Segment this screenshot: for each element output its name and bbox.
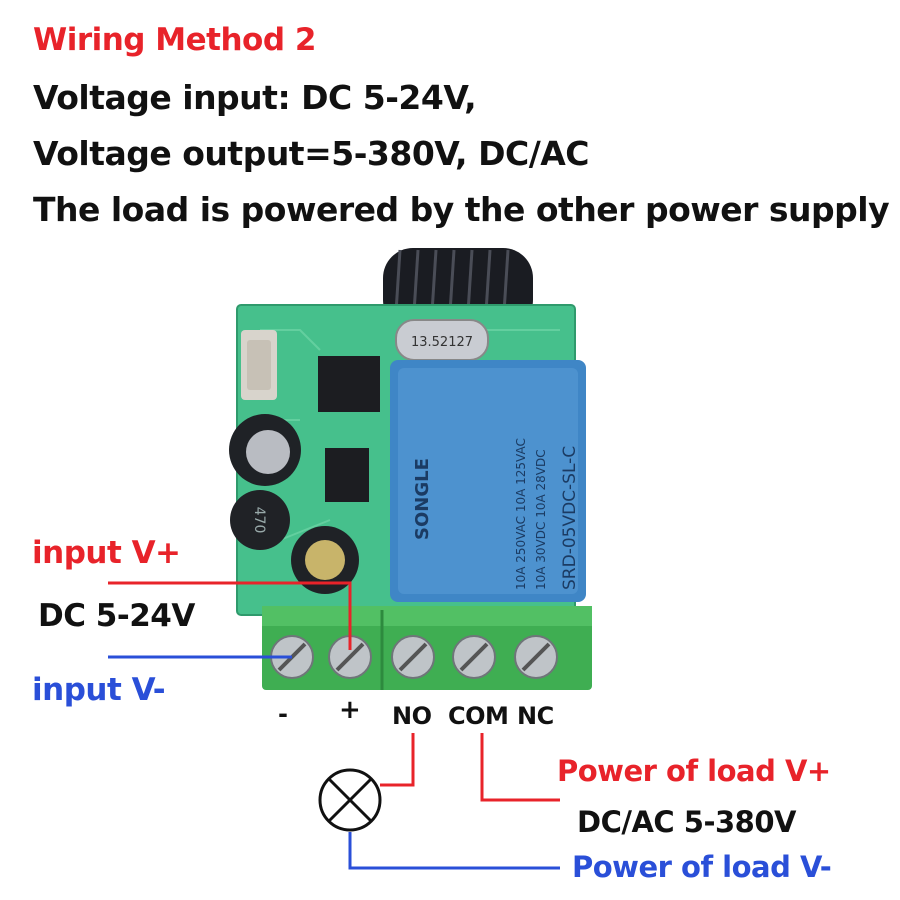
load-range-label: DC/AC 5-380V [577, 805, 796, 839]
com-to-load-positive-wire [480, 733, 560, 802]
load-v-plus-label: Power of load V+ [557, 754, 831, 788]
terminal-screw-nc [514, 635, 558, 679]
crystal-marking: 13.52127 [411, 335, 473, 350]
voltage-output-text: Voltage output=5-380V, DC/AC [33, 134, 590, 173]
terminal-label-no: NO [392, 702, 432, 730]
relay: SONGLE SRD-05VDC-SL-C 10A 250VAC 10A 125… [390, 360, 586, 602]
terminal-screw-com [452, 635, 496, 679]
terminal-screws [270, 635, 558, 679]
load-power-note: The load is powered by the other power s… [33, 190, 890, 229]
terminal-label-nc: NC [517, 702, 554, 730]
relay-rating-2: 10A 30VDC 10A 28VDC [534, 449, 548, 590]
crystal-oscillator: 13.52127 [395, 319, 489, 361]
terminal-label-com: COM [448, 702, 509, 730]
relay-model: SRD-05VDC-SL-C [560, 446, 580, 590]
voltage-input-text: Voltage input: DC 5-24V, [33, 78, 477, 117]
ic-chip [318, 356, 380, 502]
input-dc-range-label: DC 5-24V [38, 598, 195, 634]
no-to-lamp-wire [380, 733, 415, 787]
diagram-title: Wiring Method 2 [33, 22, 316, 58]
input-v-minus-label: input V- [32, 672, 166, 708]
push-button-component [241, 330, 277, 400]
load-v-minus-label: Power of load V- [572, 850, 832, 884]
lamp-icon [318, 768, 382, 832]
input-v-plus-label: input V+ [32, 535, 181, 571]
lamp-to-load-negative-wire [348, 832, 560, 870]
relay-brand: SONGLE [412, 458, 433, 540]
terminal-label-minus: - [278, 700, 288, 728]
relay-rating-1: 10A 250VAC 10A 125VAC [514, 438, 528, 590]
electrolytic-capacitor [229, 414, 359, 594]
inductor-marking: 470 [251, 507, 267, 534]
terminal-label-plus: + [339, 695, 361, 725]
input-positive-wire [108, 581, 352, 650]
inductor: 470 [230, 490, 290, 550]
terminal-screw-no [391, 635, 435, 679]
